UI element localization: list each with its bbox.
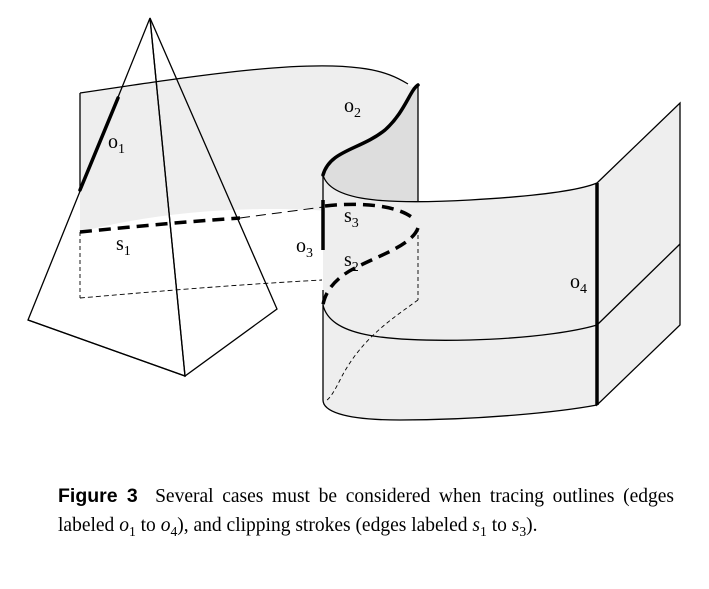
label-s3: s3 [344, 205, 359, 231]
stroke-s1 [79, 216, 241, 234]
front-wall-hidden-curve [326, 299, 419, 401]
front-wall-top-edge [322, 174, 598, 203]
caption-math-o4: o4 [160, 515, 178, 539]
figure-illustration: o1 o2 o3 o4 s1 s2 s3 [27, 17, 681, 421]
caption-text-1: Several cases must be considered when tr… [58, 486, 674, 536]
front-wall-bottom-edge [322, 399, 598, 421]
caption-label: Figure 3 [58, 485, 138, 507]
caption-math-s3: s3 [511, 515, 527, 539]
caption-text-4: to [486, 515, 512, 536]
pyramid-face-left [27, 17, 186, 377]
caption-text-2: to [135, 515, 161, 536]
back-wall-bottom-hidden [79, 279, 323, 299]
label-s2: s2 [344, 249, 359, 275]
front-wall-surface [323, 175, 597, 420]
caption-text-3: ), and clipping strokes (edges labeled [177, 515, 473, 536]
pyramid-base-front [27, 319, 186, 377]
back-wall-top-edge [79, 65, 409, 94]
caption-math-o1: o1 [119, 515, 136, 539]
label-o1: o1 [108, 131, 125, 157]
figure-caption: Figure 3 Several cases must be considere… [58, 482, 674, 546]
label-o4: o4 [570, 271, 587, 297]
pyramid-face-right [149, 17, 278, 378]
label-s1: s1 [116, 233, 131, 259]
front-wall-seam [322, 304, 598, 341]
caption-math-s1: s1 [472, 515, 487, 539]
label-o2: o2 [344, 95, 361, 121]
end-box-seam [596, 243, 681, 326]
edge-o2 [321, 83, 420, 177]
stroke-s3 [324, 202, 417, 222]
stroke-s1-continuation [239, 206, 324, 219]
label-o3: o3 [296, 235, 313, 261]
end-box-side [596, 101, 681, 407]
edge-o1 [78, 96, 120, 192]
caption-text-5: ). [526, 515, 538, 536]
